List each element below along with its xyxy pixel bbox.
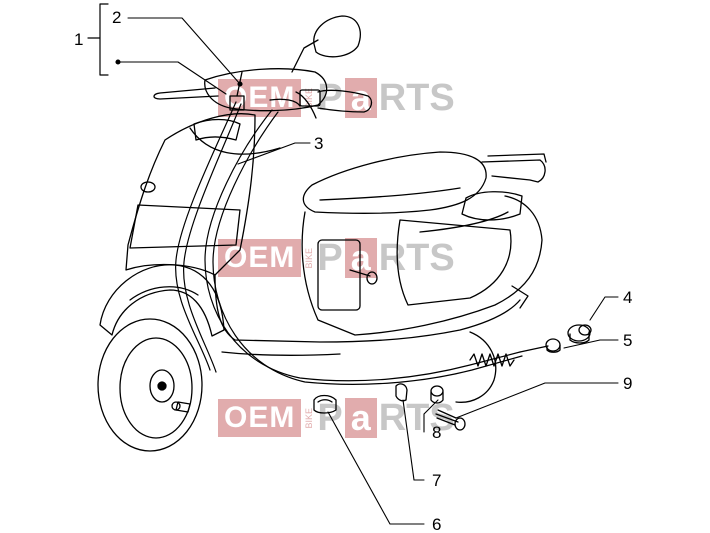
seat [302,151,487,214]
watermark-p: P [317,236,343,279]
rear-wheel [455,331,497,403]
watermark-rts: RTS [378,76,455,119]
watermark-a: a [344,238,377,278]
front-wheel [97,318,203,452]
callout-2: 2 [112,8,122,27]
cable-end [519,345,549,353]
watermark-oem: OEM [218,399,302,437]
callout-9: 9 [623,374,633,393]
rear-body [301,195,543,336]
cable-spring [469,353,515,367]
part-5-cap [545,338,561,353]
watermark: OEM BIKE P a RTS [218,236,455,279]
rear-light [461,191,523,221]
callout-8: 8 [432,423,442,442]
frame-bolt [349,269,378,285]
part-7-clip [395,383,408,402]
rear-fender-strut [511,285,529,309]
indicator-lamp [140,181,156,193]
cable-top-fitting [229,95,245,111]
part-4-nut [567,324,592,344]
callout-3: 3 [314,134,324,153]
seat-crease [319,187,461,201]
part-8-grommet [430,385,444,404]
floorboard-edge [221,351,341,356]
part-6-clip [313,394,337,414]
shield-panel [129,204,241,249]
rear-side-panel [396,219,512,306]
watermark: OEM BIKE P a RTS [218,76,455,119]
brake-cable [175,101,242,373]
callout-1-bracket [87,3,109,76]
floorboard [214,274,521,343]
headlight [193,118,241,141]
handlebar [153,68,373,119]
rack-rail [487,153,547,163]
callout-7: 7 [432,471,442,490]
part-9-screw [435,409,466,431]
front-shield [125,113,256,276]
watermark-rts: RTS [378,236,455,279]
mirror [291,15,361,73]
luggage-rack [481,159,546,183]
watermark-rts: RTS [378,396,455,439]
front-fender [99,264,225,337]
callout-4: 4 [623,288,633,307]
callout-5: 5 [623,331,633,350]
rear-panel-ridge [419,211,509,233]
cable-assembly [204,109,523,385]
leader-lines [115,17,619,525]
callout-6: 6 [432,515,442,533]
callout-1: 1 [74,30,84,49]
watermark: OEM BIKE P a RTS [218,396,455,439]
watermark-a: a [344,398,377,438]
glovebox-panel [317,239,361,311]
shield-rim [189,127,281,155]
fender-detail [129,286,199,301]
watermark-p: P [317,76,343,119]
